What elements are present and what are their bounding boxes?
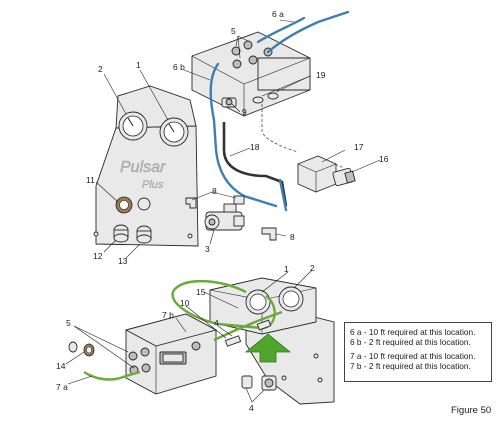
callout-9: 9 bbox=[242, 107, 247, 117]
callout-12: 12 bbox=[93, 251, 103, 261]
callout-10: 10 bbox=[180, 298, 190, 308]
callout-7b: 7 b bbox=[162, 310, 174, 320]
callout-1-bottom: 1 bbox=[284, 264, 289, 274]
hose-18 bbox=[222, 122, 288, 207]
gauge-2 bbox=[118, 111, 148, 141]
callout-3: 3 bbox=[205, 244, 210, 254]
hose-6a-second bbox=[256, 16, 306, 44]
figure-label: Figure 50 bbox=[451, 405, 492, 416]
note-line-6b: 6 b - 2 ft required at this location. bbox=[350, 337, 471, 347]
hose-length-note-box: 6 a - 10 ft required at this location. 6… bbox=[344, 322, 492, 382]
green-arrow-indicator bbox=[244, 333, 292, 363]
callout-4-lower: 4 bbox=[249, 403, 254, 413]
callout-2-bottom: 2 bbox=[310, 263, 315, 273]
callout-6b: 6 b bbox=[173, 62, 185, 72]
part-12-knob bbox=[113, 224, 129, 243]
hose-7b-loop bbox=[171, 280, 276, 330]
callout-2-top: 2 bbox=[98, 64, 103, 74]
part-10-fittings bbox=[224, 319, 272, 347]
part-8-elbow-lower bbox=[261, 227, 277, 241]
callout-7a: 7 a bbox=[56, 382, 68, 392]
callout-1-top: 1 bbox=[136, 60, 141, 70]
callout-17: 17 bbox=[354, 142, 364, 152]
gauge-1 bbox=[159, 117, 189, 147]
callout-4-upper: 4 bbox=[214, 318, 219, 328]
callout-8-upper: 8 bbox=[212, 186, 217, 196]
callout-14: 14 bbox=[56, 361, 66, 371]
hose-7b bbox=[213, 310, 283, 342]
part-16-connector bbox=[332, 167, 356, 187]
callout-18: 18 bbox=[250, 142, 260, 152]
part-17-box bbox=[297, 155, 337, 193]
note-line-7a: 7 a - 10 ft required at this location. bbox=[350, 351, 476, 361]
callout-5-bottom: 5 bbox=[66, 318, 71, 328]
part-4-lower-fittings bbox=[241, 375, 277, 391]
hose-7a bbox=[83, 370, 141, 381]
part-8-fitting-mid bbox=[233, 195, 245, 205]
part-3-regulator bbox=[204, 203, 245, 231]
note-line-7b: 7 b - 2 ft required at this location. bbox=[350, 361, 471, 371]
lower-gauge-2 bbox=[278, 286, 304, 312]
callout-15: 15 bbox=[196, 287, 206, 297]
hose-18-blue-tip bbox=[278, 178, 288, 212]
part-14-ring bbox=[83, 343, 95, 357]
callout-8-lower: 8 bbox=[290, 232, 295, 242]
grommets-19 bbox=[252, 92, 279, 104]
dashed-leader-17 bbox=[261, 104, 299, 153]
callout-16: 16 bbox=[379, 154, 389, 164]
part-13-knob bbox=[136, 225, 152, 244]
brand-logo-text: Pulsar bbox=[120, 159, 166, 176]
callout-6a: 6 a bbox=[272, 9, 284, 19]
callout-11: 11 bbox=[86, 175, 95, 185]
note-line-6a: 6 a - 10 ft required at this location. bbox=[350, 327, 476, 337]
hose-6a bbox=[266, 10, 350, 54]
part-5-nut bbox=[68, 341, 78, 353]
lower-gauge-1 bbox=[245, 289, 271, 315]
brand-logo-subtext: Plus bbox=[142, 179, 164, 191]
callout-labels: 6 a 5 6 b 19 2 1 9 18 17 16 11 8 3 8 12 … bbox=[56, 9, 389, 413]
callout-19: 19 bbox=[316, 70, 326, 80]
panel-window bbox=[137, 197, 151, 211]
lower-manifold-box bbox=[124, 313, 218, 395]
hose-6b bbox=[209, 62, 278, 208]
callout-13: 13 bbox=[118, 256, 128, 266]
part-8-elbow-upper bbox=[185, 197, 197, 209]
part-11-ring bbox=[115, 196, 133, 214]
leader-lines bbox=[65, 19, 381, 403]
callout-5-top: 5 bbox=[231, 26, 236, 36]
